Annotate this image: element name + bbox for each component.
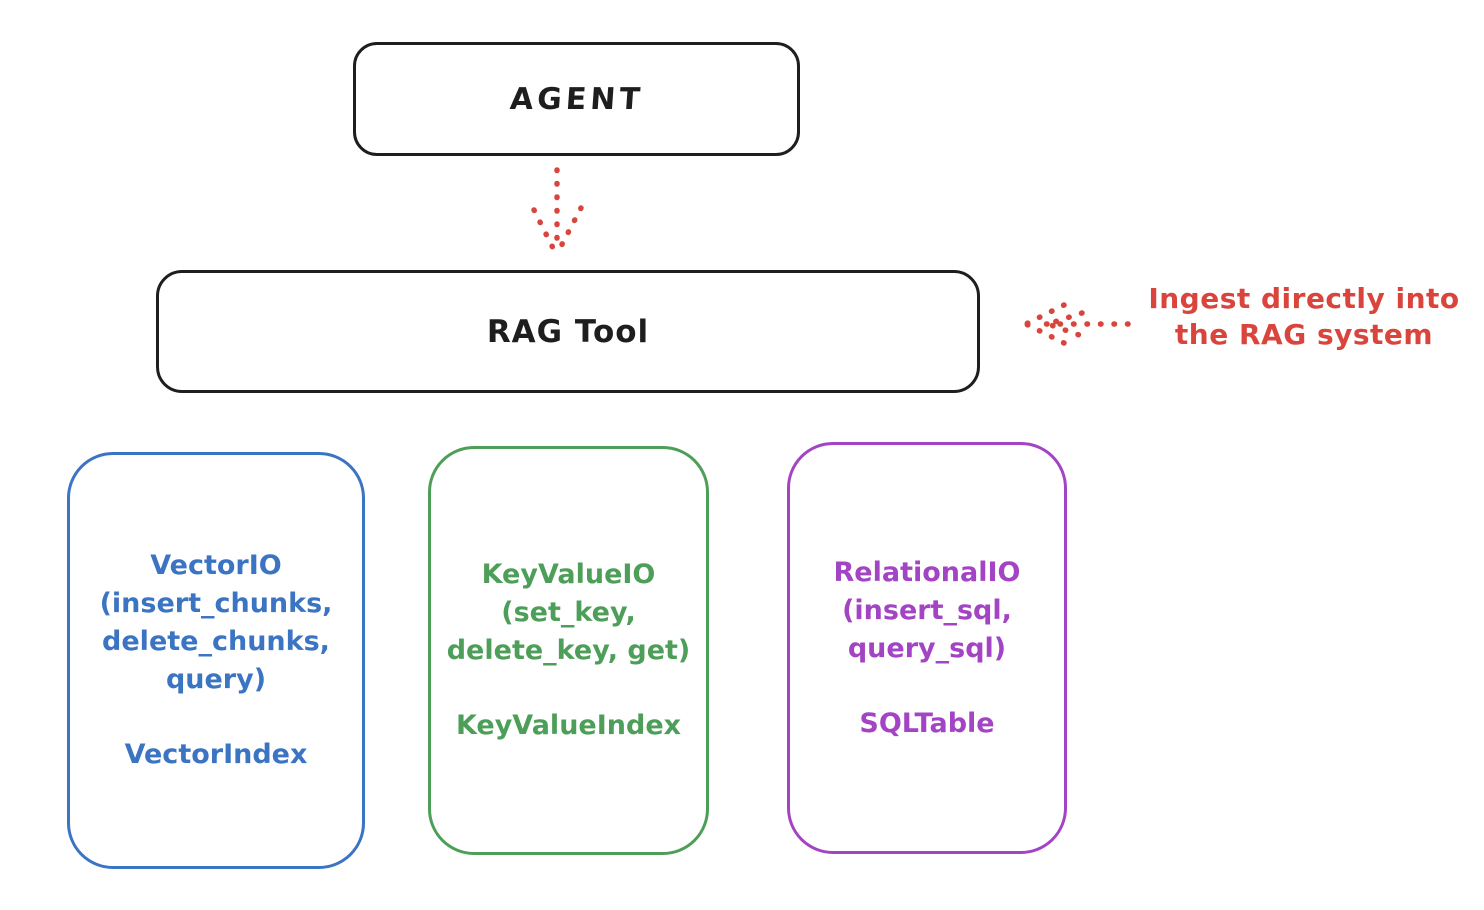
vector-io-box: VectorIO (insert_chunks, delete_chunks, … [67,452,365,869]
relational-io-line: RelationalIO [833,556,1021,588]
relational-io-methods: RelationalIO (insert_sql, query_sql) [834,554,1021,668]
keyvalue-io-methods: KeyValueIO (set_key, delete_key, get) [447,556,691,670]
vector-io-line: (insert_chunks, [99,588,333,619]
rag-tool-box-label: RAG Tool [486,313,650,350]
ingest-annotation-line2: the RAG system [1174,318,1434,351]
agent-box-label: AGENT [508,81,645,117]
ingest-annotation: Ingest directly into the RAG system [1128,281,1480,353]
vector-io-line: query) [165,664,267,695]
agent-to-rag-arrow-icon [531,167,584,255]
relational-io-line: query_sql) [847,632,1007,664]
keyvalue-io-box: KeyValueIO (set_key, delete_key, get) Ke… [428,446,709,855]
keyvalue-io-line: (set_key, [501,597,636,628]
sql-table-label: SQLTable [859,707,995,739]
keyvalue-index-label: KeyValueIndex [455,710,682,741]
vector-io-methods: VectorIO (insert_chunks, delete_chunks, … [100,547,333,699]
annotation-to-rag-arrow-icon [1023,302,1131,346]
keyvalue-io-line: delete_key, get) [446,635,691,666]
vector-io-line: VectorIO [150,550,282,581]
vector-io-line: delete_chunks, [102,626,330,657]
relational-io-line: (insert_sql, [842,594,1012,626]
relational-io-box: RelationalIO (insert_sql, query_sql) SQL… [787,442,1067,854]
rag-tool-box: RAG Tool [156,270,980,393]
agent-box: AGENT [353,42,800,156]
vector-index-label: VectorIndex [124,739,308,770]
keyvalue-io-line: KeyValueIO [481,559,656,590]
ingest-annotation-line1: Ingest directly into [1148,282,1460,315]
